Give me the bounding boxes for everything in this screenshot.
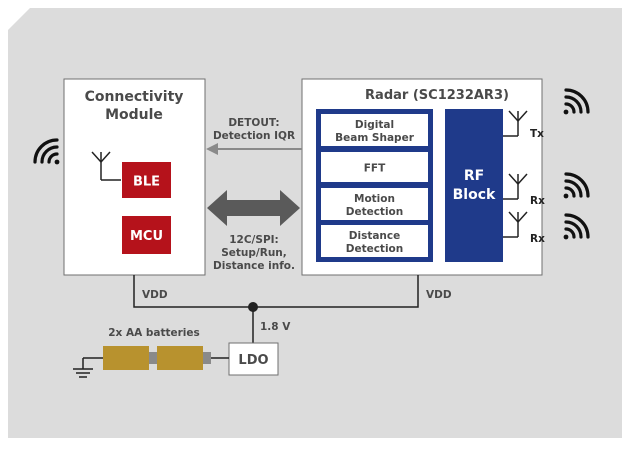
vdd-bus [133,275,419,343]
spi-double-arrow [207,190,300,226]
motion-detection-line1: Motion [354,193,395,205]
battery-icon [157,346,211,370]
fft-block [321,152,428,182]
motion-detection-line2: Detection [346,206,404,218]
vdd-right-label: VDD [426,289,452,301]
rf-label-line1: RF [464,168,484,184]
connectivity-title-line1: Connectivity [85,89,184,105]
ldo-block [228,342,279,376]
spi-label-line2: Setup/Run, [221,247,287,259]
digital-beam-shaper-block [321,114,428,146]
mcu-block [122,216,171,254]
spi-label-line1: 12C/SPI: [229,234,279,246]
distance-detection-block [321,225,428,257]
motion-detection-block [321,188,428,220]
digital-beam-shaper-line2: Beam Shaper [335,132,415,144]
wireless-signal-icon [563,172,590,199]
fft-label: FFT [364,163,386,175]
wireless-signal-icon [33,138,60,165]
distance-detection-line2: Detection [346,243,404,255]
tx-antenna-icon [503,110,528,137]
connectivity-title-line2: Module [105,107,163,123]
voltage-label: 1.8 V [260,321,291,333]
rx-label-1: Rx [530,195,545,207]
ble-antenna-icon [91,151,121,181]
rf-block [445,109,503,262]
mcu-label: MCU [130,229,163,244]
ldo-label: LDO [238,353,268,368]
battery-icon [103,346,157,370]
ble-label: BLE [133,175,160,190]
radar-title: Radar (SC1232AR3) [365,88,509,103]
ble-block [122,162,171,198]
rx-label-2: Rx [530,233,545,245]
detout-label-line1: DETOUT: [228,117,279,129]
battery-label: 2x AA batteries [108,327,200,339]
ground-icon [73,357,103,378]
detout-arrow [206,143,302,155]
rx-antenna-icon [503,211,528,238]
digital-beam-shaper-line1: Digital [355,119,394,131]
vdd-junction [248,302,258,312]
wireless-signal-icon [563,213,590,240]
vdd-left-label: VDD [142,289,168,301]
tx-label: Tx [530,128,544,140]
spi-label-line3: Distance info. [213,260,295,272]
detout-label-line2: Detection IQR [213,130,295,142]
rf-label-line2: Block [453,187,496,203]
wireless-signal-icon [563,88,590,115]
distance-detection-line1: Distance [349,230,401,242]
rx-antenna-icon [503,173,528,200]
